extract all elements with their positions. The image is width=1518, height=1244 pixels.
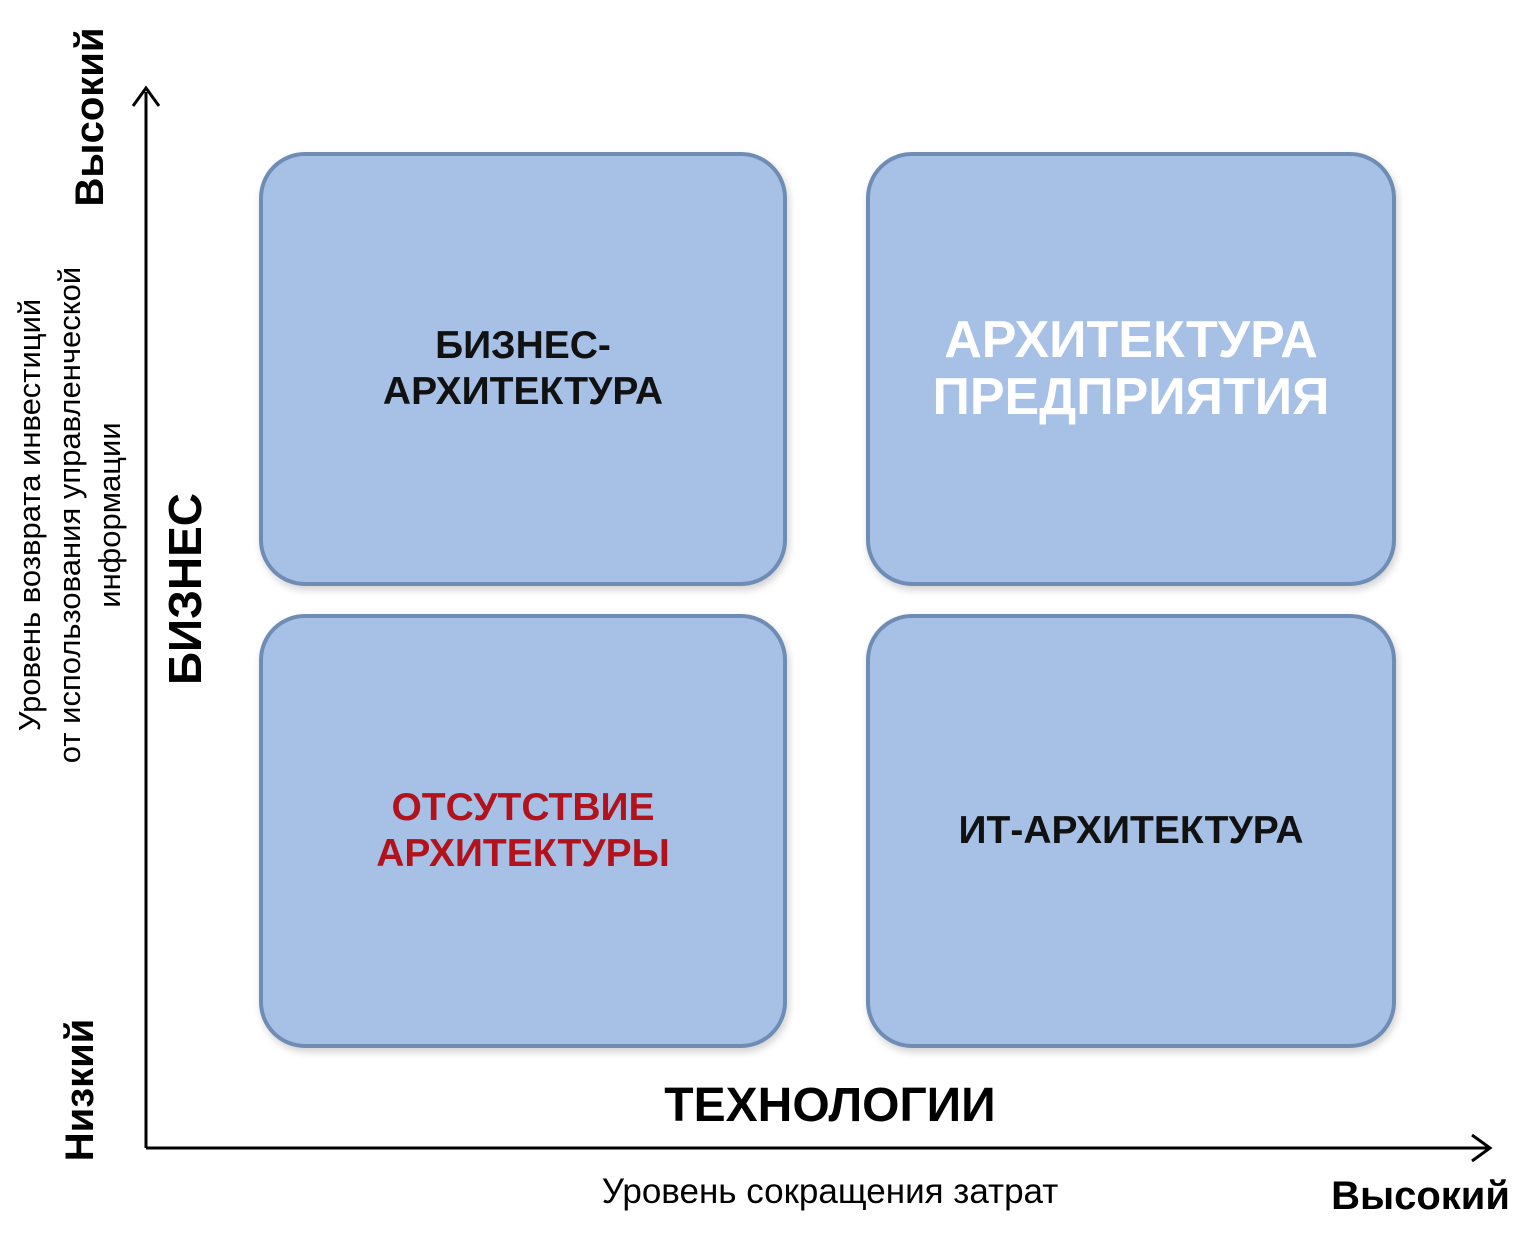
quadrant-label: АРХИТЕКТУРА ПРЕДПРИЯТИЯ [932,310,1330,426]
quadrant-label: БИЗНЕС- АРХИТЕКТУРА [382,323,664,413]
quadrant-it-architecture: ИТ-АРХИТЕКТУРА [866,614,1396,1048]
y-axis-low-label: Низкий [58,1018,102,1162]
quadrant-business-architecture: БИЗНЕС- АРХИТЕКТУРА [259,152,787,586]
x-axis-high-label: Высокий [1331,1174,1510,1218]
y-axis-arrowhead [131,85,161,107]
y-axis-category: БИЗНЕС [159,492,211,686]
quadrant-enterprise-architecture: АРХИТЕКТУРА ПРЕДПРИЯТИЯ [866,152,1396,586]
y-axis-description: Уровень возврата инвестиций от использов… [12,266,127,764]
x-axis-description: Уровень сокращения затрат [601,1172,1059,1211]
x-axis-arrowhead [1471,1133,1493,1163]
quadrant-label: ОТСУТСТВИЕ АРХИТЕКТУРЫ [376,785,670,875]
quadrant-label: ИТ-АРХИТЕКТУРА [958,808,1304,852]
x-axis-category: ТЕХНОЛОГИИ [664,1079,996,1132]
quadrant-no-architecture: ОТСУТСТВИЕ АРХИТЕКТУРЫ [259,614,787,1048]
